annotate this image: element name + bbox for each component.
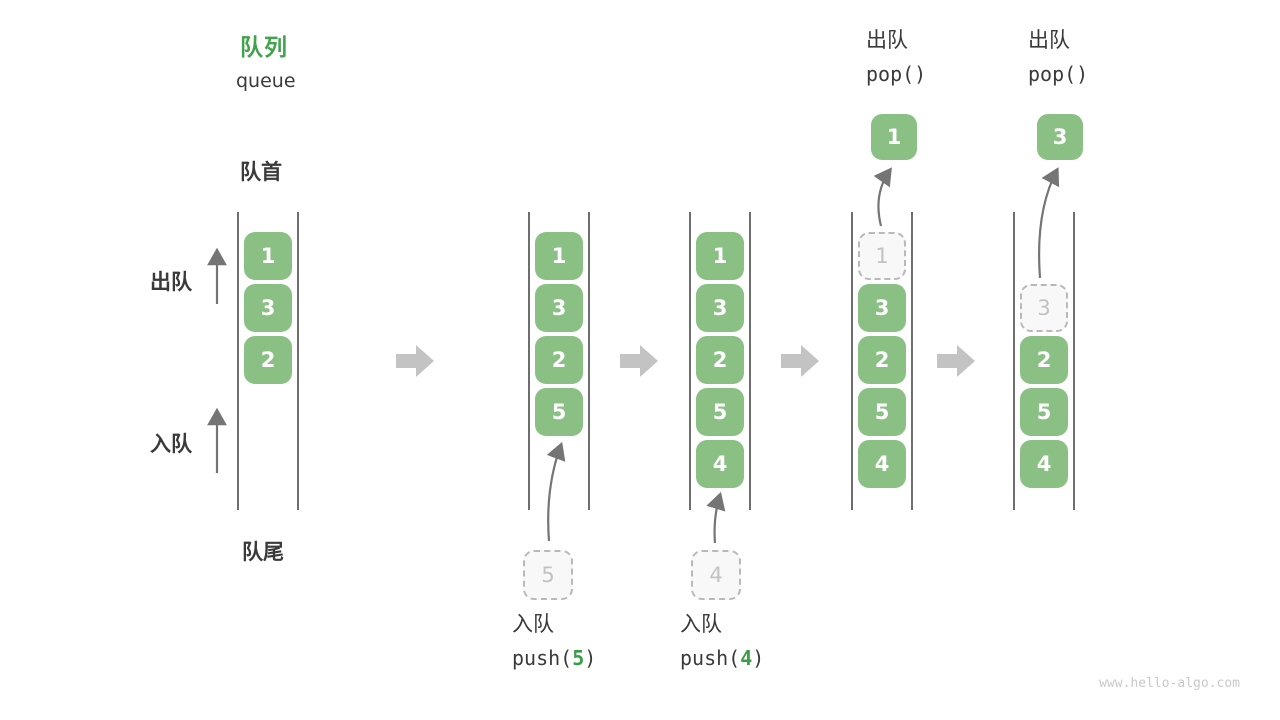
op-code-label: pop()	[866, 62, 927, 86]
queue-element: 3	[244, 284, 292, 332]
op-zh-label: 入队	[680, 612, 722, 636]
queue-element: 1	[535, 232, 583, 280]
enqueue-arrow	[706, 491, 726, 544]
enqueue-op-label: 入队 push(4)	[680, 612, 765, 670]
op-code-arg: 5	[572, 646, 585, 670]
label-queue-rear: 队尾	[242, 540, 284, 564]
state-transition-arrow	[937, 345, 975, 377]
queue-element: 5	[858, 388, 906, 436]
queue-element: 2	[244, 336, 292, 384]
enqueue-op-label: 入队 push(5)	[512, 612, 597, 670]
queue-element: 2	[535, 336, 583, 384]
op-code-label: push(4)	[680, 646, 765, 670]
queue-element: 1	[244, 232, 292, 280]
dequeue-op-label: 出队 pop()	[1028, 28, 1089, 86]
label-dequeue-side: 出队	[150, 270, 192, 294]
op-code-arg: 4	[740, 646, 753, 670]
enqueue-arrow	[546, 441, 566, 542]
popped-element: 3	[1037, 114, 1083, 160]
label-enqueue-side: 入队	[150, 432, 192, 456]
popped-element: 1	[871, 114, 917, 160]
queue-element-removed-ghost: 1	[858, 232, 906, 280]
queue-element: 3	[696, 284, 744, 332]
queue-element: 3	[535, 284, 583, 332]
queue-element: 5	[1020, 388, 1068, 436]
op-zh-label: 出队	[866, 28, 908, 52]
queue-element: 2	[1020, 336, 1068, 384]
op-zh-label: 入队	[512, 612, 554, 636]
dequeue-op-label: 出队 pop()	[866, 28, 927, 86]
queue-element: 4	[1020, 440, 1068, 488]
queue-element: 2	[696, 336, 744, 384]
state-transition-arrow	[620, 345, 658, 377]
queue-element: 5	[696, 388, 744, 436]
dequeue-arrow	[1037, 167, 1060, 279]
dequeue-arrow	[873, 167, 892, 227]
queue-element: 5	[535, 388, 583, 436]
state-transition-arrow	[781, 345, 819, 377]
queue-element: 4	[858, 440, 906, 488]
state-transition-arrow	[396, 345, 434, 377]
op-zh-label: 出队	[1028, 28, 1070, 52]
label-queue-front: 队首	[240, 160, 282, 184]
queue-element: 2	[858, 336, 906, 384]
op-code-label: pop()	[1028, 62, 1089, 86]
diagram-title-en: queue	[236, 70, 296, 92]
incoming-element-ghost: 4	[691, 550, 741, 600]
op-code-label: push(5)	[512, 646, 597, 670]
queue-element: 4	[696, 440, 744, 488]
queue-element: 3	[858, 284, 906, 332]
queue-element-removed-ghost: 3	[1020, 284, 1068, 332]
diagram-title-zh: 队列	[240, 35, 288, 61]
incoming-element-ghost: 5	[523, 550, 573, 600]
queue-element: 1	[696, 232, 744, 280]
watermark: www.hello-algo.com	[1099, 676, 1240, 691]
